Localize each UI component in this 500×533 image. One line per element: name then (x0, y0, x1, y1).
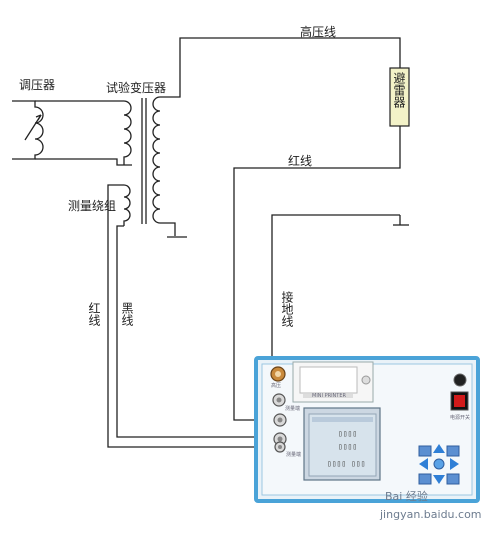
watermark-url: jingyan.baidu.com (379, 508, 482, 521)
terminal-4 (274, 441, 286, 453)
indicator-lamp (453, 373, 467, 387)
key-menu (418, 445, 432, 457)
screen-line-1: ▯▯▯▯ (338, 429, 357, 438)
terminal-label-2: 测量端 (286, 451, 301, 458)
transformer-secondary-coil (152, 96, 176, 236)
transformer-primary-coil (117, 100, 132, 165)
key-confirm (446, 445, 460, 457)
red-wire-top (233, 126, 401, 421)
watermark-text: Bai 经验 (385, 489, 428, 503)
ground-wire (271, 214, 400, 378)
terminal-hv (270, 366, 286, 382)
voltage-regulator (12, 100, 44, 160)
red-wire-top-label: 红线 (288, 153, 312, 168)
printer-caption: MINI PRINTER (312, 393, 347, 399)
key-test (446, 473, 460, 485)
key-right (450, 458, 459, 470)
test-transformer-label: 试验变压器 (106, 80, 166, 95)
key-left (419, 458, 428, 470)
screen-line-3: ▯▯▯▯ ▯▯▯ (327, 459, 366, 468)
key-down (433, 475, 445, 484)
regulator-primary-wires (35, 100, 132, 166)
key-back (418, 473, 432, 485)
power-switch-label: 电源开关 (450, 414, 470, 421)
transformer-core (141, 98, 147, 224)
terminal-3 (273, 432, 287, 446)
terminal-label-1: 测量端 (285, 405, 300, 412)
key-up (433, 444, 445, 453)
high-voltage-wire (165, 37, 401, 98)
high-voltage-wire-label: 高压线 (300, 24, 336, 39)
measuring-winding-label: 测量绕组 (68, 199, 116, 213)
watermark: Bai 经验 jingyan.baidu.com (379, 489, 482, 521)
keypad (418, 444, 460, 485)
terminal-1 (272, 393, 286, 407)
ground-wire-label: 接地线 (280, 290, 294, 327)
black-wire-label: 黑线 (120, 302, 134, 326)
measuring-winding-coil (117, 184, 131, 226)
device-screen (308, 413, 377, 477)
key-center (433, 458, 445, 470)
arrester-label: 避雷器 (392, 72, 406, 109)
terminal-2 (273, 413, 287, 427)
test-instrument: MINI PRINTER 高压 测量端 测量端 ▯▯▯▯ ▯ (254, 356, 480, 503)
measuring-wires (107, 184, 275, 448)
screen-line-2: ▯▯▯▯ (338, 442, 357, 451)
red-wire-left-label: 红线 (87, 301, 101, 326)
terminal-label-hv: 高压 (271, 382, 281, 389)
voltage-regulator-label: 调压器 (19, 78, 55, 92)
